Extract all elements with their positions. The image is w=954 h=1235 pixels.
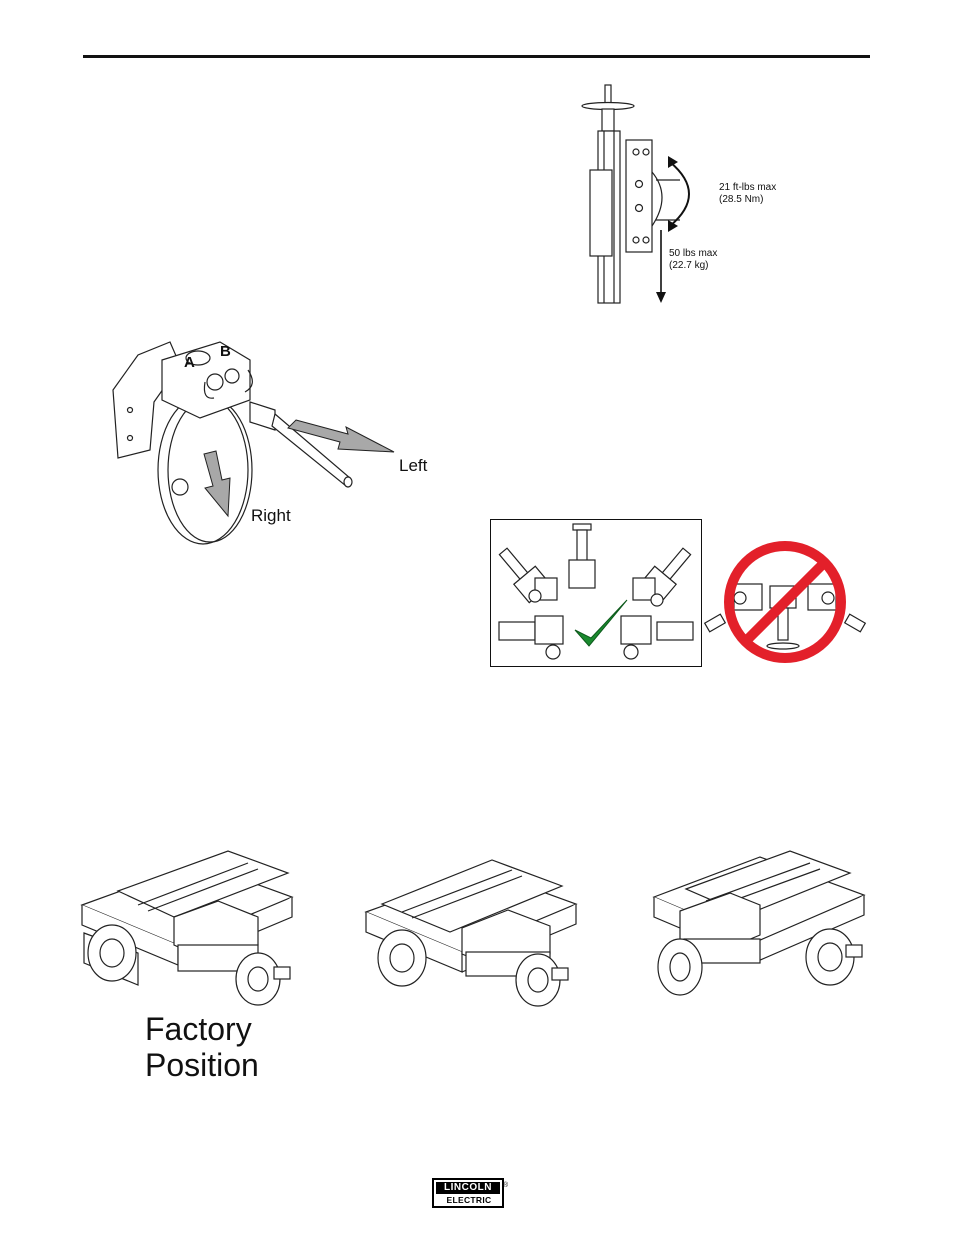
torque-label-line1: 21 ft-lbs max (719, 182, 776, 194)
slide-vertical-drawing (560, 80, 840, 310)
label-a: A (184, 354, 195, 371)
cross-slide-drawing-3 (650, 845, 868, 1010)
slide-alt-position-1 (362, 852, 580, 1012)
registered-mark: ® (503, 1182, 508, 1189)
allowed-orientations-drawing (491, 520, 701, 666)
lincoln-electric-logo: LINCOLN ELECTRIC ® (432, 1178, 510, 1208)
prohibited-orientations-drawing (704, 536, 866, 666)
check-mark-icon (575, 600, 627, 646)
cross-slide-drawing-2 (362, 852, 580, 1012)
slide-alt-position-2 (650, 845, 868, 1010)
load-label-line1: 50 lbs max (669, 248, 717, 260)
label-left: Left (399, 456, 427, 476)
load-label-line2: (22.7 kg) (669, 260, 708, 272)
cross-slide-drawing-1 (78, 845, 296, 1010)
label-b: B (220, 343, 231, 360)
header-rule (83, 55, 870, 58)
clamp-adjust-figure: A B Left Right (110, 330, 440, 550)
torque-label-line2: (28.5 Nm) (719, 194, 763, 206)
prohibited-orientations (704, 536, 866, 666)
logo-bottom-text: ELECTRIC (440, 1195, 498, 1206)
label-right: Right (251, 506, 291, 526)
factory-position-line1: Factory (145, 1011, 252, 1048)
factory-position-line2: Position (145, 1047, 259, 1084)
slide-factory-position (78, 845, 296, 1010)
allowed-orientations-box (490, 519, 702, 667)
torque-load-figure: 21 ft-lbs max (28.5 Nm) 50 lbs max (22.7… (560, 80, 840, 310)
logo-frame: LINCOLN ELECTRIC (432, 1178, 504, 1208)
logo-top-text: LINCOLN (436, 1182, 500, 1194)
